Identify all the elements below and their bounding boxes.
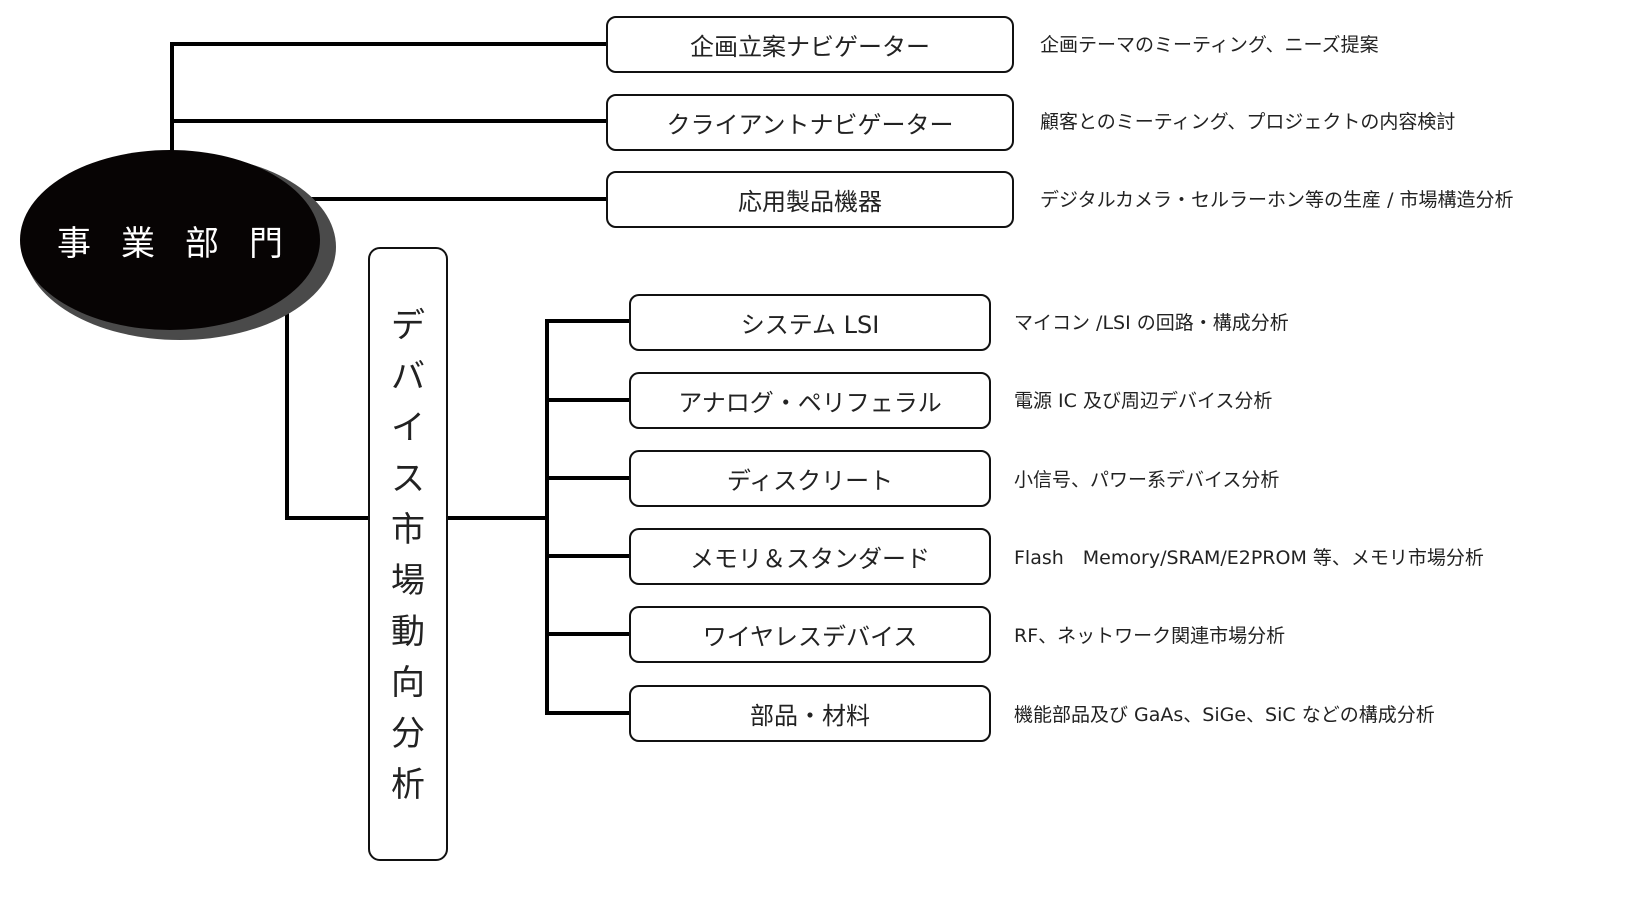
node-label: 部品・材料 [750, 702, 870, 730]
connector-root-to-device-h [285, 516, 369, 520]
root-node-label: 事業部門 [57, 223, 313, 264]
node-description: マイコン /LSI の回路・構成分析 [1014, 312, 1289, 334]
node-description: Flash Memory/SRAM/E2PROM 等、メモリ市場分析 [1014, 547, 1484, 569]
connector-device-branch-2 [545, 398, 631, 402]
vertical-char: 析 [391, 765, 425, 805]
connector-device-branch-1 [545, 319, 631, 323]
vertical-char: 分 [391, 714, 425, 754]
node-label: クライアントナビゲーター [666, 111, 954, 139]
connector-branch-1 [170, 42, 608, 46]
node-discrete[interactable]: ディスクリート [629, 450, 991, 507]
node-planning-navigator[interactable]: 企画立案ナビゲーター [606, 16, 1014, 73]
node-description: 顧客とのミーティング、プロジェクトの内容検討 [1040, 111, 1456, 133]
connector-trunk-top [170, 42, 174, 154]
connector-device-branch-3 [545, 476, 631, 480]
root-node[interactable]: 事業部門 [20, 150, 320, 330]
node-label: ディスクリート [726, 467, 894, 495]
node-applied-products[interactable]: 応用製品機器 [606, 171, 1014, 228]
node-parts-materials[interactable]: 部品・材料 [629, 685, 991, 742]
node-wireless-device[interactable]: ワイヤレスデバイス [629, 606, 991, 663]
node-label: ワイヤレスデバイス [702, 623, 918, 651]
vertical-char: バ [391, 357, 425, 397]
vertical-char: ス [391, 459, 425, 499]
vertical-char: 場 [391, 561, 425, 601]
node-label: 企画立案ナビゲーター [690, 33, 930, 61]
connector-device-branch-5 [545, 632, 631, 636]
node-description: 小信号、パワー系デバイス分析 [1014, 469, 1280, 491]
connector-branch-3 [290, 197, 608, 201]
node-analog-peripheral[interactable]: アナログ・ペリフェラル [629, 372, 991, 429]
vertical-char: 市 [391, 510, 425, 550]
node-description: 企画テーマのミーティング、ニーズ提案 [1040, 34, 1379, 56]
connector-device-out [447, 516, 549, 520]
node-memory-standard[interactable]: メモリ＆スタンダード [629, 528, 991, 585]
device-market-analysis-node[interactable]: デ バ イ ス 市 場 動 向 分 析 [368, 247, 448, 861]
vertical-char: 向 [391, 663, 425, 703]
node-label: システム LSI [740, 311, 880, 339]
node-label: メモリ＆スタンダード [690, 545, 930, 573]
node-client-navigator[interactable]: クライアントナビゲーター [606, 94, 1014, 151]
node-label: 応用製品機器 [738, 188, 882, 216]
connector-device-branch-6 [545, 711, 631, 715]
connector-branch-2 [170, 119, 608, 123]
connector-device-branch-4 [545, 554, 631, 558]
node-description: 機能部品及び GaAs、SiGe、SiC などの構成分析 [1014, 704, 1435, 726]
vertical-char: イ [391, 408, 425, 448]
connector-device-trunk [545, 319, 549, 715]
node-description: 電源 IC 及び周辺デバイス分析 [1014, 390, 1273, 412]
node-label: アナログ・ペリフェラル [678, 389, 942, 417]
vertical-char: デ [391, 306, 425, 346]
connector-root-to-device [285, 290, 289, 520]
node-system-lsi[interactable]: システム LSI [629, 294, 991, 351]
node-description: RF、ネットワーク関連市場分析 [1014, 625, 1286, 647]
node-description: デジタルカメラ・セルラーホン等の生産 / 市場構造分析 [1040, 189, 1514, 211]
vertical-char: 動 [391, 612, 425, 652]
